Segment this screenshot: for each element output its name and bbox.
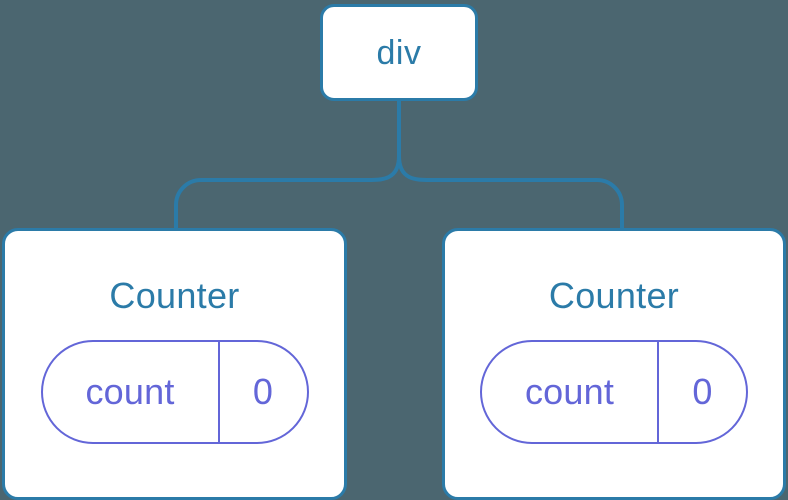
state-value: 0: [252, 371, 274, 412]
connector-branch-right: [397, 155, 624, 230]
node-counter-1[interactable]: Counter count 0: [442, 228, 786, 500]
node-label: div: [376, 33, 422, 72]
state-divider: [217, 342, 220, 442]
node-label: Counter: [109, 275, 240, 316]
connector-branch-left: [174, 155, 401, 230]
state-pill[interactable]: count 0: [480, 340, 748, 444]
node-root-div[interactable]: div: [320, 4, 478, 101]
node-label: Counter: [548, 275, 680, 316]
state-divider: [657, 342, 659, 442]
node-counter-0[interactable]: Counter count 0: [2, 228, 347, 500]
state-value: 0: [692, 371, 713, 412]
state-key: count: [524, 371, 615, 412]
state-key: count: [85, 371, 175, 412]
state-pill[interactable]: count 0: [40, 340, 309, 444]
